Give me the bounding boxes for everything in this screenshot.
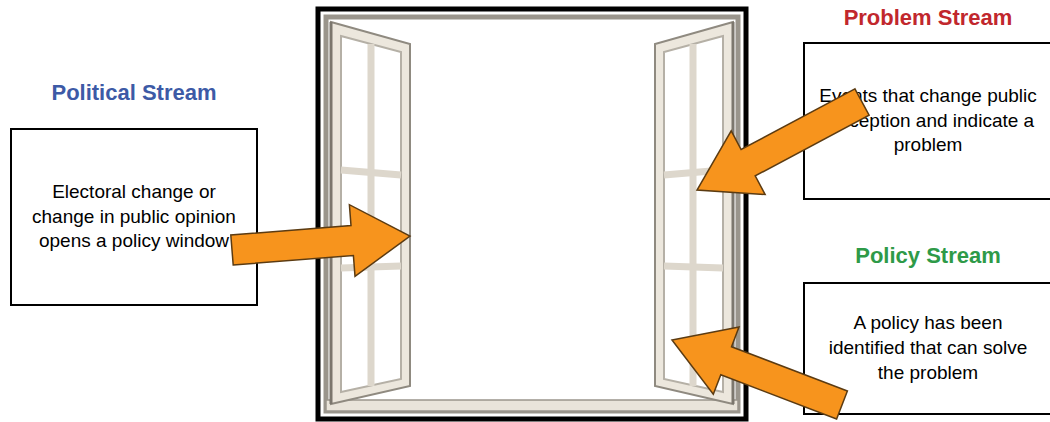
stream-heading: Policy Stream bbox=[785, 243, 1050, 269]
text-box: Policy StreamA policy has been identifie… bbox=[803, 282, 1050, 415]
orange-arrow bbox=[697, 89, 869, 195]
stream-heading: Problem Stream bbox=[785, 5, 1050, 31]
window-inner-frame bbox=[326, 17, 738, 411]
box-text: Events that change public perception and… bbox=[805, 84, 1050, 158]
orange-arrow bbox=[672, 327, 847, 419]
box-text: A policy has been identified that can so… bbox=[805, 311, 1050, 385]
right-pane bbox=[655, 22, 733, 404]
orange-arrow bbox=[231, 205, 410, 277]
text-box: Political StreamElectoral change or chan… bbox=[10, 128, 258, 306]
text-box: Problem StreamEvents that change public … bbox=[803, 42, 1050, 200]
stream-heading: Political Stream bbox=[0, 80, 276, 106]
box-text: Electoral change or change in public opi… bbox=[12, 180, 256, 254]
left-pane bbox=[331, 22, 410, 404]
window-frame bbox=[318, 9, 746, 419]
window-sill bbox=[326, 400, 738, 411]
